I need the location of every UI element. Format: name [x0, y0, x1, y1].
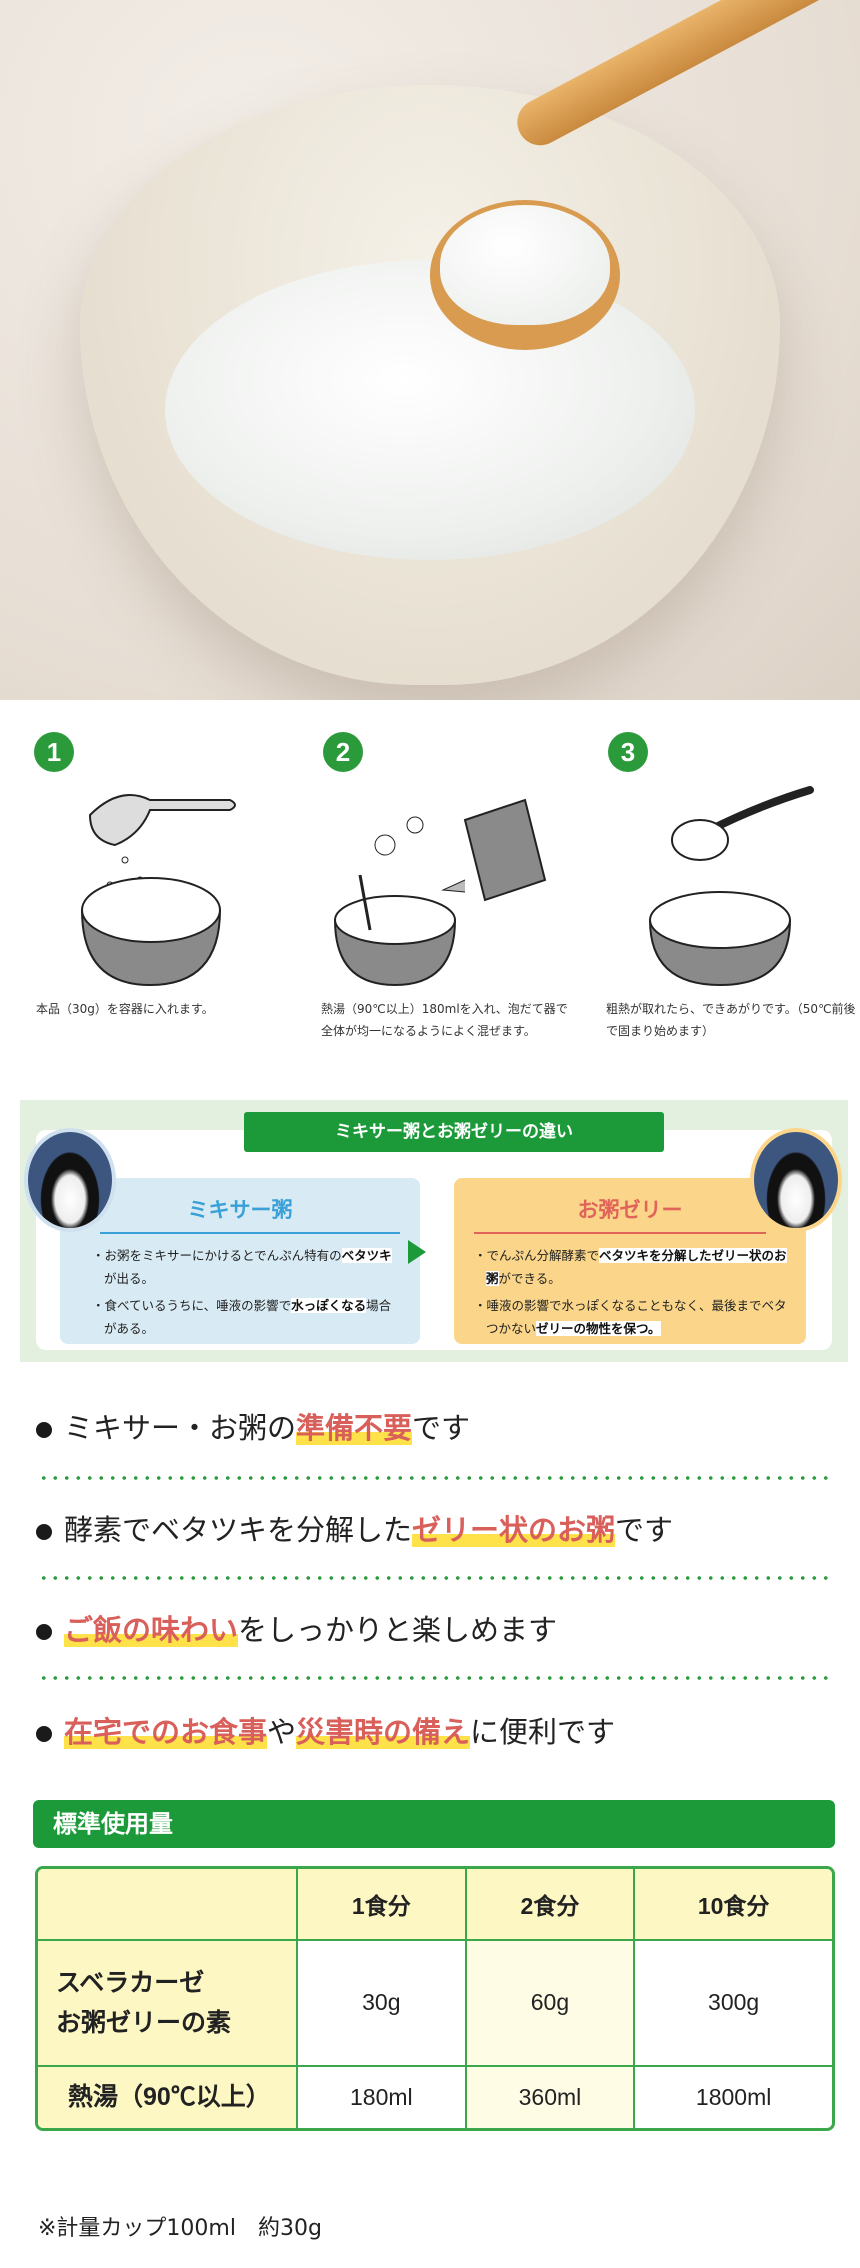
row-label: 熱湯（90℃以上）	[38, 2066, 298, 2128]
porridge-jelly-panel: お粥ゼリー ・でんぷん分解酵素でベタツキを分解したゼリー状のお粥ができる。 ・唾…	[454, 1178, 806, 1344]
feature-item: ミキサー・お粥の準備不要です	[36, 1403, 470, 1453]
arrow-right-icon	[408, 1240, 426, 1264]
feature-item: 酵素でベタツキを分解したゼリー状のお粥です	[36, 1505, 673, 1555]
table-cell: 360ml	[466, 2066, 636, 2128]
mixer-porridge-photo	[24, 1128, 116, 1232]
bullet-icon	[36, 1726, 52, 1742]
table-header: 10食分	[635, 1869, 832, 1941]
table-cell: 300g	[635, 1941, 832, 2067]
table-header	[38, 1869, 298, 1941]
step-number: 3	[608, 732, 648, 772]
table-header: 1食分	[298, 1869, 467, 1941]
feature-item: 在宅でのお食事や災害時の備えに便利です	[36, 1707, 615, 1757]
porridge-jelly-photo	[750, 1128, 842, 1232]
finished-porridge-illustration	[648, 786, 814, 987]
usage-table: 1食分 2食分 10食分 スベラカーゼお粥ゼリーの素 30g 60g 300g …	[35, 1866, 835, 2131]
panel-item: ・でんぷん分解酵素でベタツキを分解したゼリー状のお粥ができる。	[474, 1248, 787, 1286]
step-caption: 本品（30g）を容器に入れます。	[36, 1002, 214, 1016]
panel-item: ・お粥をミキサーにかけるとでんぷん特有のベタツキが出る。	[92, 1248, 392, 1286]
comparison-section: ミキサー粥とお粥ゼリーの違い ミキサー粥 ・お粥をミキサーにかけるとでんぷん特有…	[20, 1100, 848, 1362]
panel-heading: ミキサー粥	[187, 1198, 293, 1222]
step-1: 1 本品（30g）を容器に入れます。	[0, 720, 286, 1080]
bullet-icon	[36, 1422, 52, 1438]
step-number: 2	[323, 732, 363, 772]
spoon-handle	[509, 0, 849, 154]
usage-title: 標準使用量	[33, 1800, 835, 1848]
kettle-whisk-illustration	[333, 798, 547, 987]
step-caption: 粗熱が取れたら、できあがりです。（50℃前後で固まり始めます）	[606, 1002, 856, 1038]
mixer-porridge-panel: ミキサー粥 ・お粥をミキサーにかけるとでんぷん特有のベタツキが出る。 ・食べてい…	[60, 1178, 420, 1344]
step-2: 2 熱湯（90℃以上）180mlを入れ、泡だて器で全体が均一になるようによく混ぜ…	[285, 720, 571, 1080]
table-cell: 60g	[466, 1941, 636, 2067]
bullet-icon	[36, 1624, 52, 1640]
table-cell: 180ml	[298, 2066, 467, 2128]
step-3: 3 粗熱が取れたら、できあがりです。（50℃前後で固まり始めます）	[570, 720, 856, 1080]
dotted-divider	[38, 1576, 828, 1580]
panel-item: ・唾液の影響で水っぽくなることもなく、最後までベタつかないゼリーの物性を保つ。	[474, 1298, 787, 1336]
porridge-scoop	[440, 205, 610, 325]
table-header: 2食分	[466, 1869, 636, 1941]
table-row: 熱湯（90℃以上） 180ml 360ml 1800ml	[38, 2066, 832, 2128]
porridge-image	[165, 260, 695, 560]
comparison-title: ミキサー粥とお粥ゼリーの違い	[244, 1112, 664, 1152]
row-label: スベラカーゼお粥ゼリーの素	[38, 1941, 298, 2067]
feature-item: ご飯の味わいをしっかりと楽しめます	[36, 1605, 557, 1655]
step-number: 1	[34, 732, 74, 772]
product-photo	[0, 0, 860, 700]
panel-heading: お粥ゼリー	[577, 1198, 683, 1222]
panel-item: ・食べているうちに、唾液の影響で水っぽくなる場合がある。	[92, 1298, 392, 1336]
step-caption: 熱湯（90℃以上）180mlを入れ、泡だて器で全体が均一になるようによく混ぜます…	[321, 1002, 568, 1038]
table-row: スベラカーゼお粥ゼリーの素 30g 60g 300g	[38, 1941, 832, 2067]
table-cell: 30g	[298, 1941, 467, 2067]
bowl-powder-illustration	[80, 794, 236, 987]
dotted-divider	[38, 1476, 828, 1480]
table-header-row: 1食分 2食分 10食分	[38, 1869, 832, 1941]
bullet-icon	[36, 1524, 52, 1540]
table-cell: 1800ml	[695, 2083, 772, 2110]
footnote: ※計量カップ100ml 約30g	[38, 2216, 322, 2241]
dotted-divider	[38, 1676, 828, 1680]
